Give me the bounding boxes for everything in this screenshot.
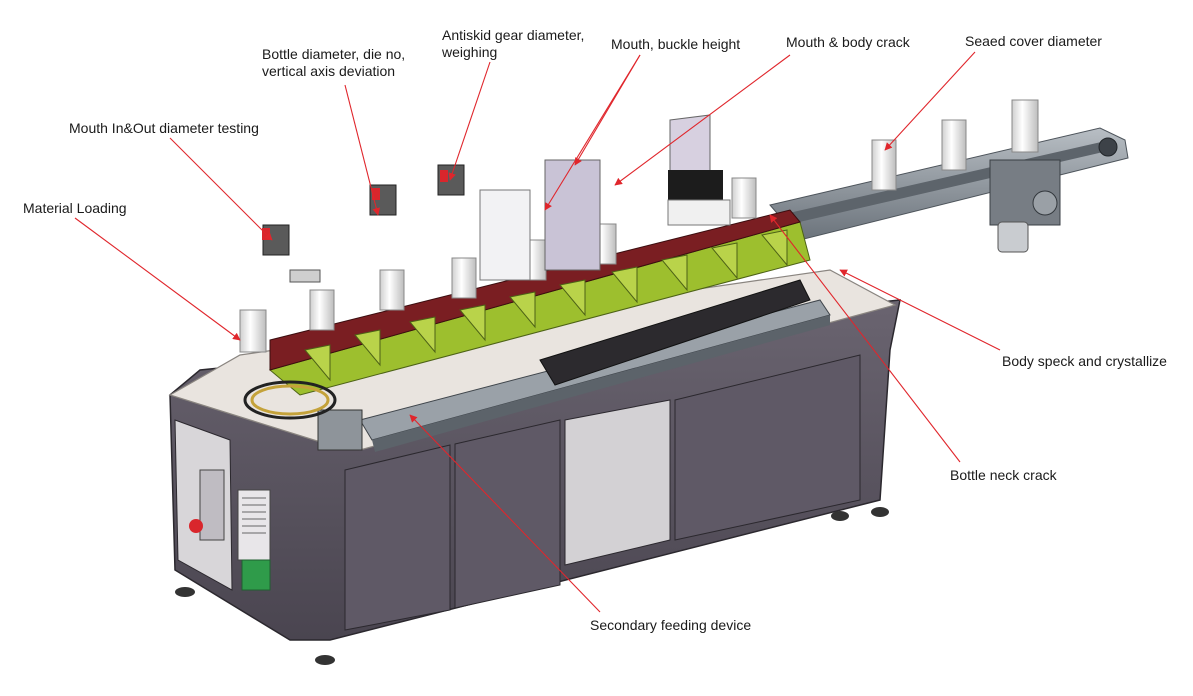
leader-bottle-neck [769,214,961,463]
label-mouth-body-crack: Mouth & body crack [786,34,910,50]
leader-sealed-cover [884,51,976,151]
leader-antiskid [448,61,491,181]
leader-lines [74,51,1001,613]
starwheel-tray [243,209,811,420]
label-sealed-cover: Seaed cover diameter [965,33,1102,49]
leader-bottle-diameter [344,84,381,216]
label-antiskid-line1: Antiskid gear diameter, [442,27,585,43]
leader-mouth-inout [169,137,273,241]
output-conveyor [769,127,1129,253]
label-bottle-diameter-line1: Bottle diameter, die no, [262,46,406,62]
leader-material-loading [74,217,241,341]
label-mouth-inout: Mouth In&Out diameter testing [69,120,259,136]
label-bottle-diameter: Bottle diameter, die no, vertical axis d… [262,46,405,80]
leader-body-speck [839,269,1001,351]
label-bottle-neck-crack: Bottle neck crack [950,467,1057,483]
front-conveyor [317,279,831,452]
leader-secondary-feeding [409,414,601,613]
label-bottle-diameter-line2: vertical axis deviation [262,63,396,79]
machine-cabinet [168,269,901,665]
label-antiskid: Antiskid gear diameter, weighing [442,27,584,61]
label-material-loading: Material Loading [23,200,127,216]
leader-mouth-body-crack-2 [544,54,641,211]
label-mouth-buckle: Mouth, buckle height [611,36,741,52]
label-body-speck: Body speck and crystallize [1002,353,1167,369]
leader-mouth-body-crack-1 [614,54,791,186]
label-antiskid-line2: weighing [442,44,498,60]
label-secondary-feeding: Secondary feeding device [590,617,752,633]
